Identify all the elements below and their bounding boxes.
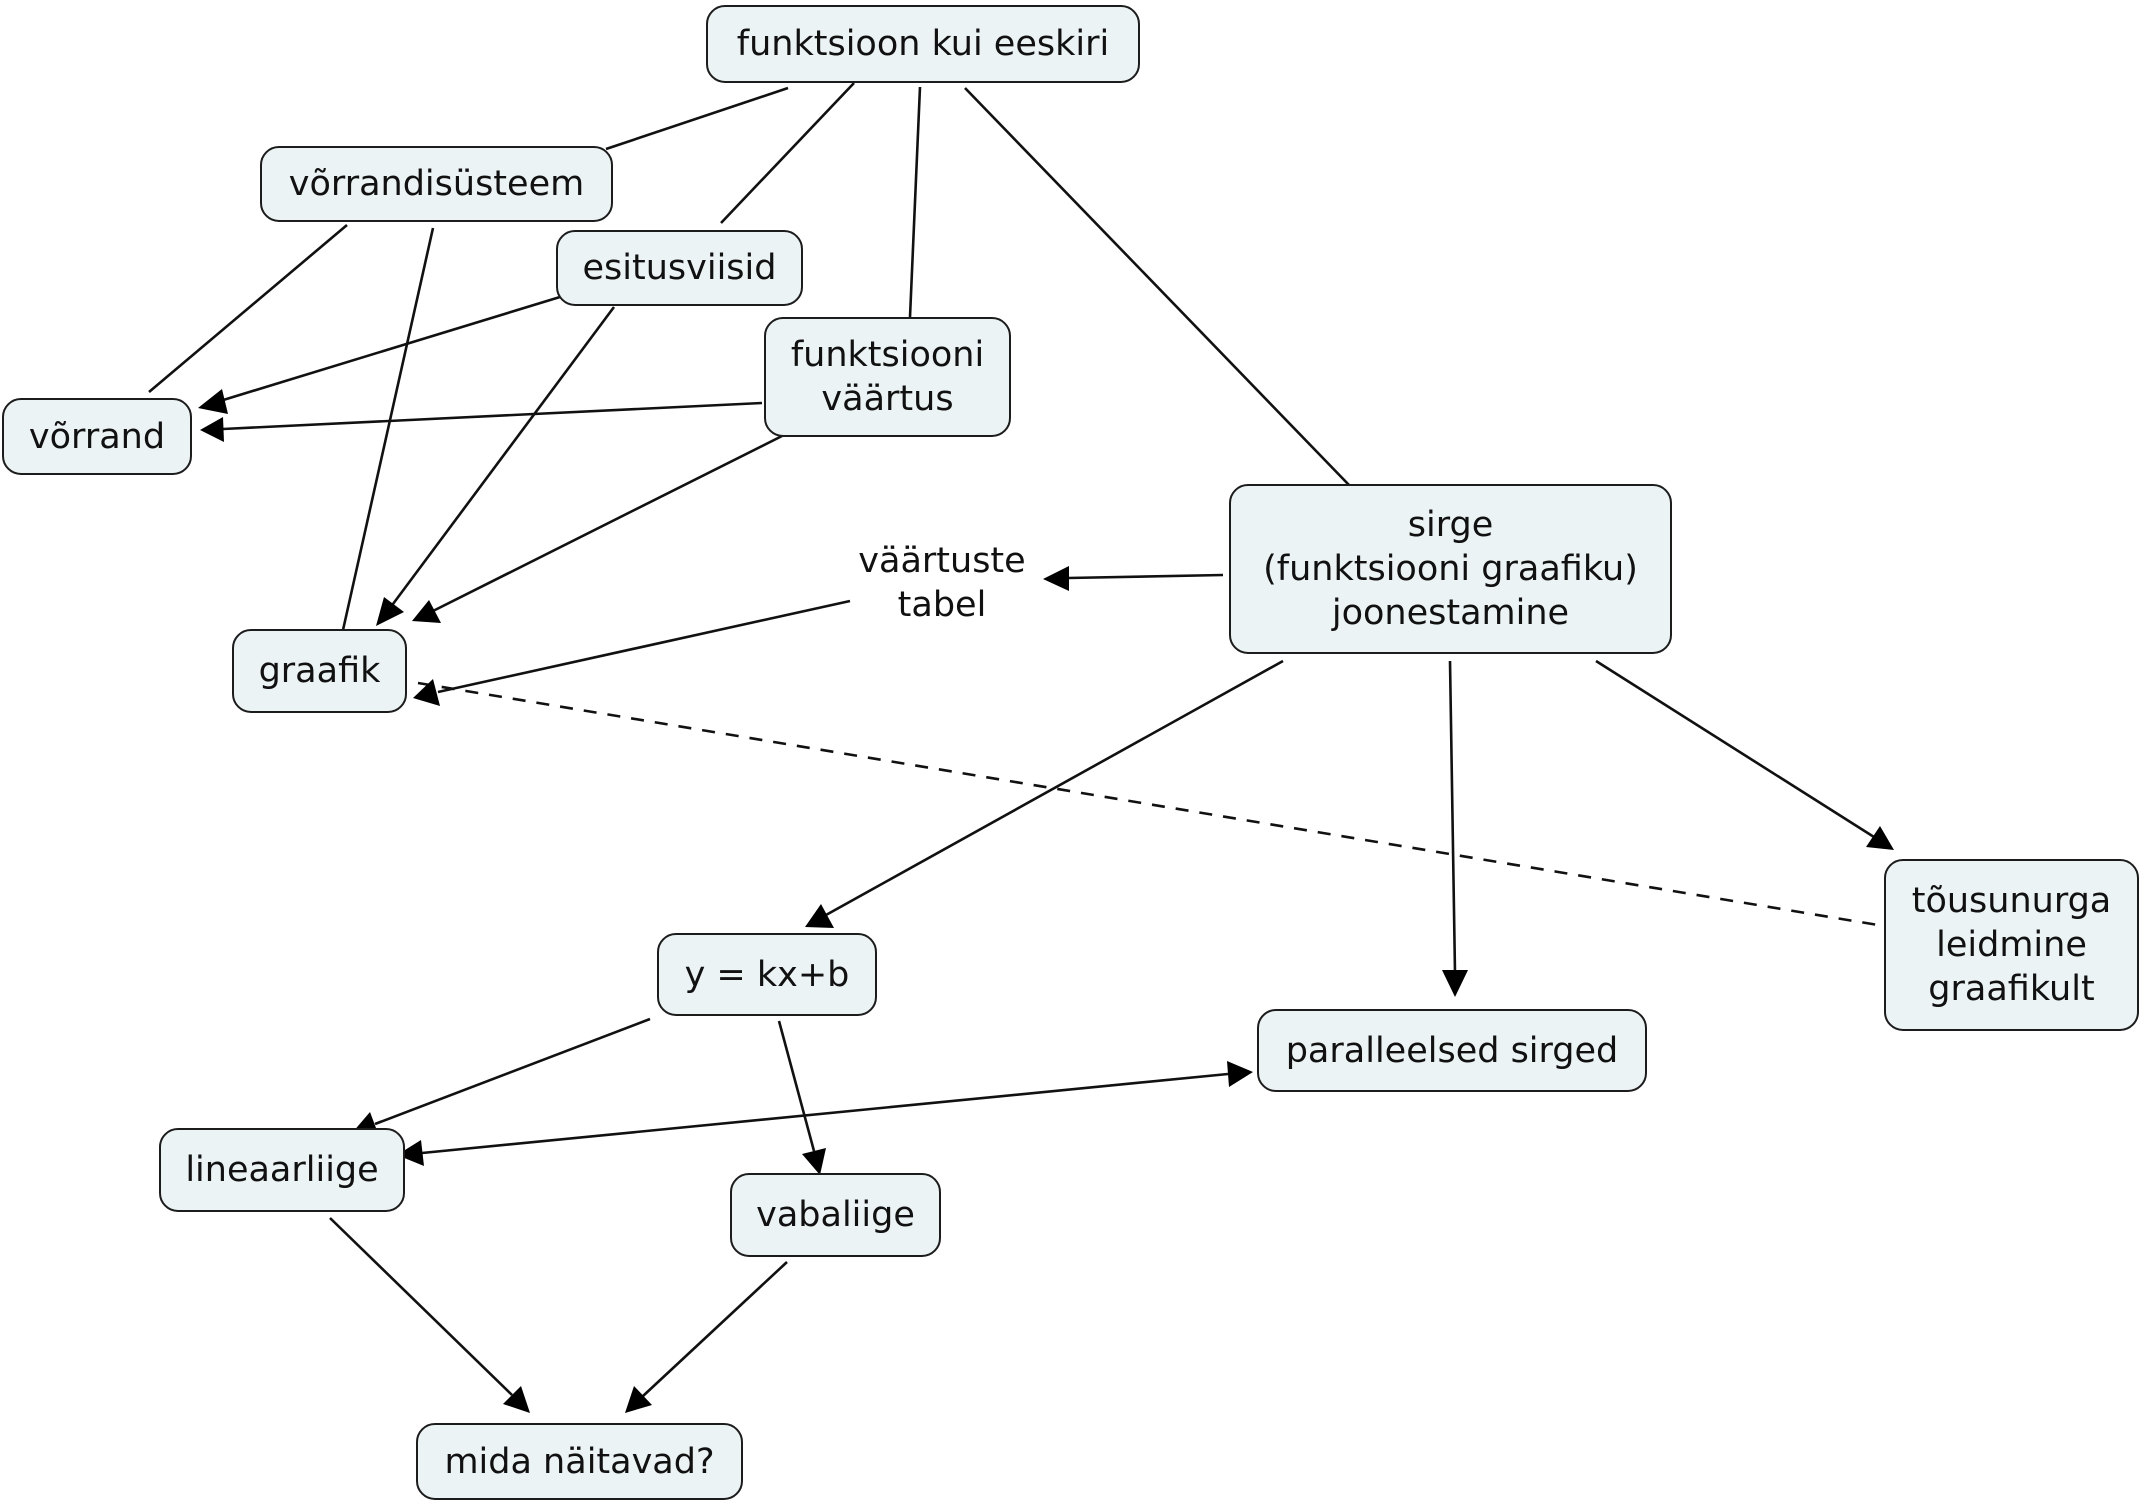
arrow-vaartus-graafik: [432, 434, 783, 613]
node-paralleelsed-sirged: paralleelsed sirged: [1257, 1009, 1647, 1092]
arrow-ykxb-vabaliige: [777, 1020, 816, 1152]
arrow-sirge-tabel: [1067, 573, 1224, 580]
link-vorrandisusteem-graafik: [341, 227, 435, 631]
arrow-sirge-ykxb: [825, 659, 1284, 917]
link-dashed-graafik-tousunurk: [417, 681, 1885, 928]
link-vorrandisusteem-vorrand: [148, 224, 348, 393]
arrow-tabel-graafik: [437, 599, 851, 694]
arrow-ykxb-lineaarliige: [374, 1017, 651, 1126]
arrow-esitusviisid-graafik: [388, 306, 616, 609]
link-eeskiri-vorrandisusteem: [605, 86, 789, 151]
node-y-kx-b: y = kx+b: [657, 933, 877, 1016]
node-funktsioon-kui-eeskiri: funktsioon kui eeskiri: [706, 5, 1140, 83]
arrowhead: [397, 1140, 424, 1166]
arrowhead: [412, 600, 441, 623]
arrow-sirge-paralleelsed: [1448, 660, 1457, 974]
node-vorrandisusteem: võrrandisüsteem: [260, 146, 613, 222]
arrowhead: [376, 597, 404, 626]
node-sirge-joonestamine: sirge (funktsiooni graafiku) joonestamin…: [1229, 484, 1672, 654]
arrowhead: [625, 1386, 652, 1413]
arrowhead: [1866, 826, 1894, 850]
arrow-esitusviisid-vorrand: [219, 295, 561, 403]
arrowhead: [413, 679, 440, 706]
node-esitusviisid: esitusviisid: [556, 230, 803, 306]
arrowhead: [1227, 1061, 1253, 1087]
link-eeskiri-esitusviisid: [720, 82, 855, 224]
node-lineaarliige: lineaarliige: [159, 1128, 405, 1212]
node-funktsiooni-vaartus: funktsiooni väärtus: [764, 317, 1011, 437]
arrowhead: [200, 417, 224, 442]
arrowhead: [198, 389, 228, 414]
arrowhead: [503, 1386, 530, 1413]
arrow-vabaliige-mida: [642, 1261, 788, 1397]
arrow-lineaarliige-paralleelsed: [421, 1072, 1229, 1155]
node-graafik: graafik: [232, 629, 407, 713]
arrow-sirge-tousunurk: [1595, 659, 1875, 839]
link-eeskiri-sirge: [964, 87, 1350, 486]
arrow-vaartus-vorrand: [222, 401, 763, 431]
arrow-lineaarliige-mida: [329, 1217, 513, 1396]
node-vorrand: võrrand: [2, 398, 192, 475]
arrowhead: [1043, 566, 1069, 591]
node-vabaliige: vabaliige: [730, 1173, 941, 1257]
node-mida-naitavad: mida näitavad?: [416, 1423, 743, 1500]
arrowhead: [802, 1148, 826, 1175]
node-tousunurga-leidmine: tõusunurga leidmine graafikult: [1884, 859, 2139, 1031]
link-eeskiri-vaartus: [908, 86, 922, 318]
arrowhead: [805, 904, 834, 928]
arrowhead: [1442, 970, 1468, 997]
label-vaartuste-tabel: väärtuste tabel: [858, 541, 1026, 625]
